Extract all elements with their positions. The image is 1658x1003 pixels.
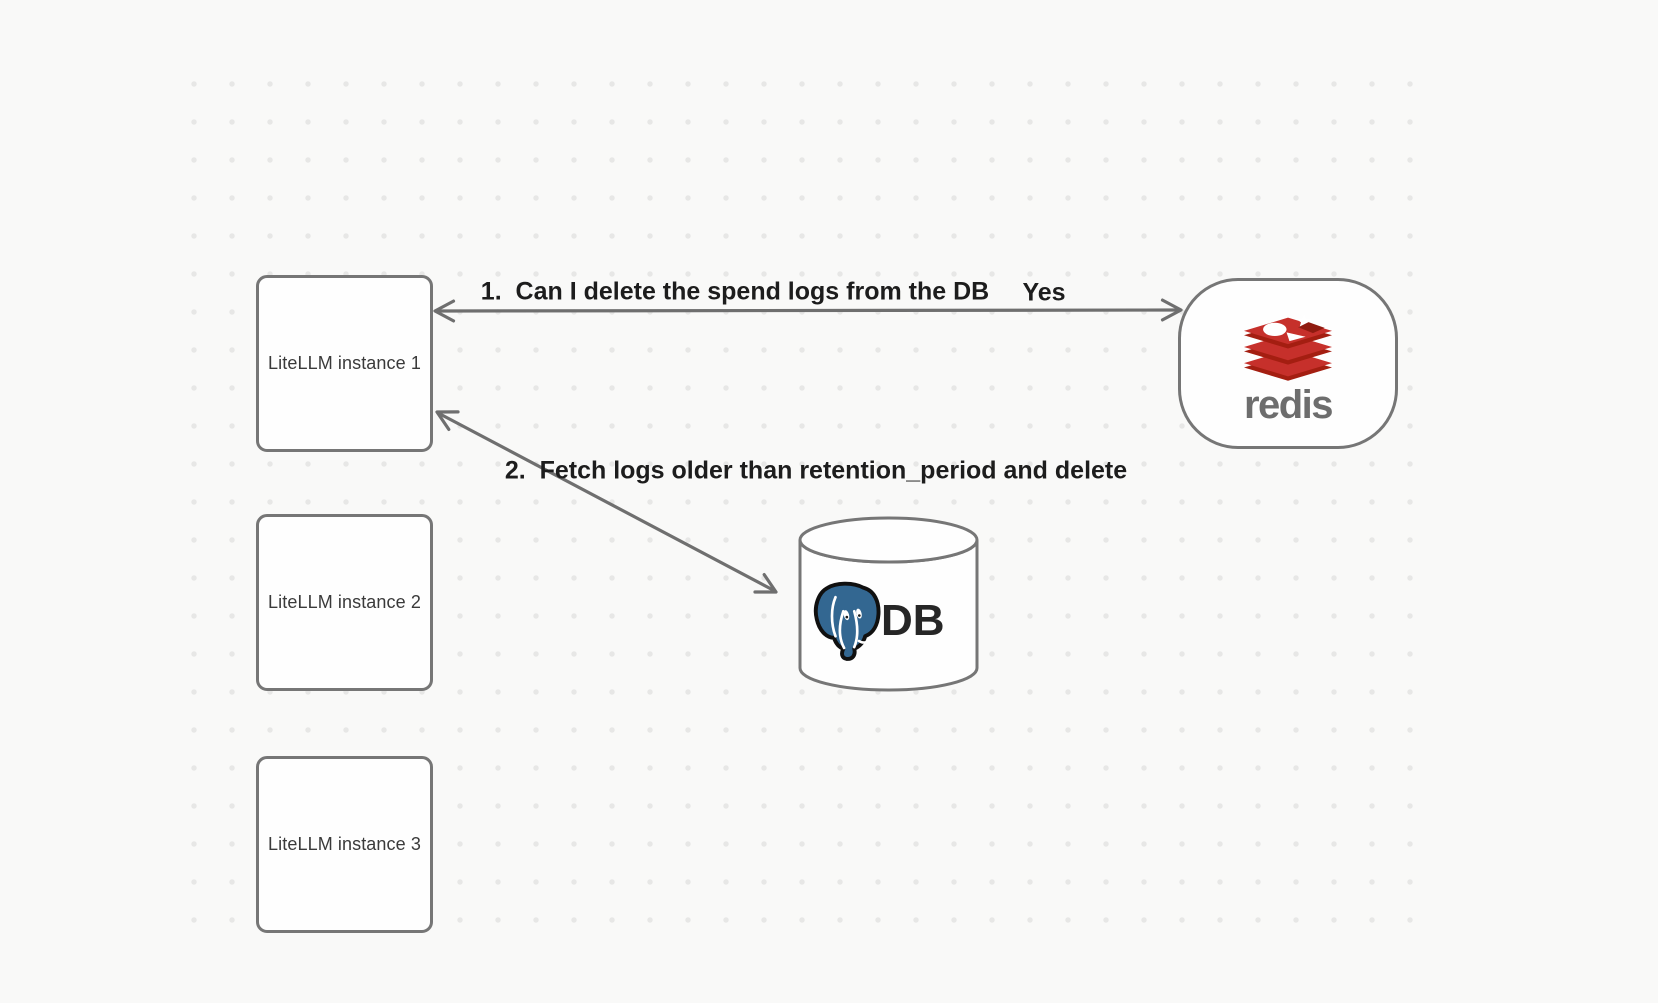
node-redis[interactable]: redis bbox=[1178, 278, 1398, 449]
node-label: LiteLLM instance 2 bbox=[268, 592, 421, 612]
redis-stack-icon bbox=[1244, 312, 1332, 381]
postgresql-elephant-icon bbox=[813, 581, 881, 661]
node-label: LiteLLM instance 1 bbox=[268, 353, 421, 373]
redis-wordmark: redis bbox=[1243, 382, 1334, 427]
arrow1-response-label: Yes bbox=[1022, 278, 1066, 307]
node-litellm-instance-1[interactable]: LiteLLM instance 1 bbox=[256, 275, 433, 452]
arrow2-label: 2. Fetch logs older than retention_perio… bbox=[504, 456, 1128, 485]
node-litellm-instance-2[interactable]: LiteLLM instance 2 bbox=[256, 514, 433, 691]
db-label: DB bbox=[881, 596, 945, 645]
node-litellm-instance-3[interactable]: LiteLLM instance 3 bbox=[256, 756, 433, 933]
arrow1-label: 1. Can I delete the spend logs from the … bbox=[480, 277, 990, 306]
node-label: LiteLLM instance 3 bbox=[268, 834, 421, 854]
